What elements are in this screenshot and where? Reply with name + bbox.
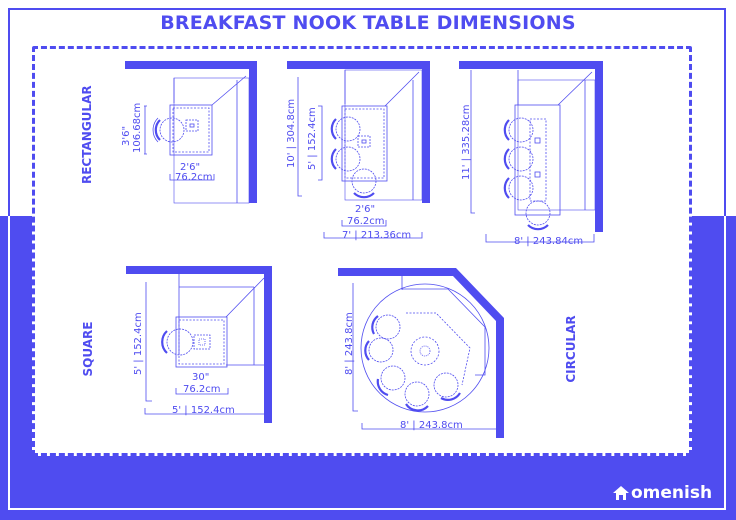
dim-table-width: 30" (192, 372, 209, 383)
page-title: BREAKFAST NOOK TABLE DIMENSIONS (160, 12, 576, 34)
dim-total-height: 10' | 304.8cm (286, 99, 297, 168)
dim-table-length: 5' | 152.4cm (307, 107, 318, 170)
brand-name: omenish (631, 483, 713, 503)
dim-table-width: 2'6" (355, 204, 375, 215)
plan-square (126, 266, 272, 423)
plan-circular (338, 268, 504, 438)
plan-rectangular-2 (287, 61, 430, 239)
dim-total-height: 11' | 335.28cm (461, 105, 472, 180)
dim-total-height: 8' | 243.8cm (344, 312, 355, 375)
house-icon (613, 486, 629, 500)
dim-total-width: 5' | 152.4cm (172, 405, 235, 416)
plan-rectangular-1 (125, 61, 257, 204)
dim-table-width-metric: 76.2cm (347, 216, 385, 227)
outer-frame-lower (8, 216, 726, 510)
dim-table-width-metric: 76.2cm (175, 172, 213, 183)
dim-total-width: 7' | 213.36cm (342, 230, 411, 241)
dim-total-width: 8' | 243.84cm (514, 236, 583, 247)
brand-logo: omenish (612, 483, 712, 503)
dim-table-width-metric: 76.2cm (183, 384, 221, 395)
dim-table-depth-metric: 106.68cm (132, 103, 143, 153)
plan-rectangular-3 (459, 61, 603, 243)
diagram-panel (32, 46, 692, 456)
dim-total-height: 5' | 152.4cm (133, 312, 144, 375)
dim-total-width: 8' | 243.8cm (400, 420, 463, 431)
dim-table-width: 2'6" (180, 162, 200, 173)
dim-table-depth: 3'6" (121, 126, 132, 146)
